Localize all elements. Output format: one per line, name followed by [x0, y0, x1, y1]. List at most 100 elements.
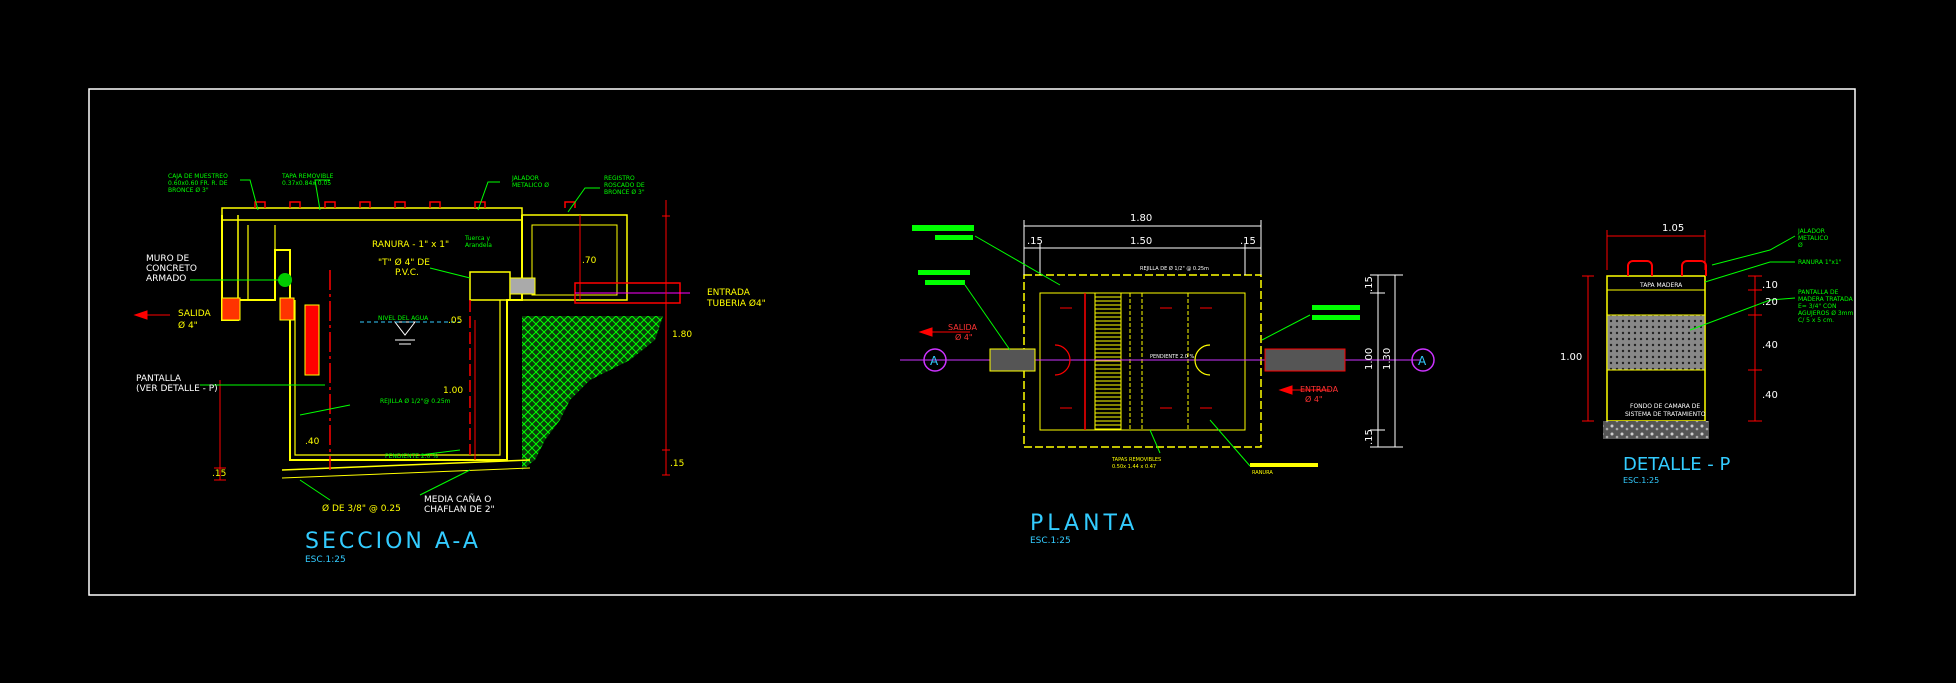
- label-caja-2: 0.60x0.60 FR. R. DE: [168, 180, 228, 187]
- dim-right-bot: .15: [1364, 429, 1375, 445]
- perforated-board: [1606, 314, 1706, 371]
- dim-right-total: 1.30: [1382, 348, 1393, 370]
- seccion-scale: ESC.1:25: [305, 555, 346, 565]
- planta-tapas-1: TAPAS REMOVIBLES: [1111, 457, 1161, 463]
- detalle-pantalla-5: C/ 5 x 5 cm.: [1798, 317, 1834, 324]
- label-registro-3: BRONCE Ø 3": [604, 189, 645, 196]
- dim-detalle-d4: .40: [1762, 390, 1778, 401]
- label-pantalla-1: PANTALLA: [136, 374, 182, 384]
- svg-text:A: A: [1418, 354, 1427, 368]
- dim-top-mid: 1.50: [1130, 236, 1152, 247]
- detalle-jalador-2: METALICO: [1798, 235, 1829, 242]
- label-muro-3: ARMADO: [146, 274, 186, 284]
- planta-entrada: ENTRADA: [1300, 385, 1339, 394]
- label-pantalla-2: (VER DETALLE - P): [136, 384, 218, 394]
- outlet-pipe: [221, 297, 241, 321]
- label-tuerca-2: Arandela: [465, 242, 492, 249]
- dim-h2: 1.80: [672, 330, 692, 340]
- label-tapa-2: 0.37x0.84x 0.05: [282, 180, 331, 187]
- detalle-view: DETALLE - P ESC.1:25 1.05 1.00 .10 .20 .…: [1560, 223, 1854, 485]
- label-registro-1: REGISTRO: [604, 175, 635, 182]
- label-muro-1: MURO DE: [146, 254, 189, 264]
- label-entrada-2: TUBERIA Ø4": [706, 298, 766, 309]
- seccion-view: SECCION A-A ESC.1:25 CAJA DE MUESTREO 0.…: [133, 173, 766, 565]
- dim-h4: 1.00: [443, 386, 463, 396]
- planta-salida: SALIDA: [948, 323, 978, 332]
- planta-scale: ESC.1:25: [1030, 536, 1071, 546]
- detalle-scale: ESC.1:25: [1623, 476, 1659, 485]
- label-entrada-1: ENTRADA: [707, 288, 751, 298]
- detalle-jalador-3: Ø: [1798, 242, 1803, 249]
- planta-title: PLANTA: [1030, 511, 1138, 536]
- slab-notches: [254, 201, 576, 208]
- soil-hatch: [522, 316, 663, 470]
- label-nivel: NIVEL DEL AGUA: [378, 315, 429, 322]
- label-tapa-1: TAPA REMOVIBLE: [281, 173, 334, 180]
- label-salida: SALIDA: [178, 309, 211, 319]
- planta-entrada-dia: Ø 4": [1305, 394, 1323, 404]
- svg-text:A: A: [930, 354, 939, 368]
- dim-right-top: .15: [1364, 276, 1375, 292]
- planta-salida-dia: Ø 4": [955, 332, 973, 342]
- planta-outlet: [989, 348, 1036, 372]
- seccion-title: SECCION A-A: [305, 529, 481, 554]
- dim-h6: .15: [212, 469, 226, 479]
- label-caja-3: BRONCE Ø 3": [168, 187, 209, 194]
- label-ranura: RANURA - 1" x 1": [372, 240, 449, 250]
- planta-grate: [1094, 292, 1122, 431]
- label-jalador-1: JALADOR: [511, 175, 539, 182]
- detalle-ranura: RANURA 1"x1": [1798, 259, 1842, 266]
- salida-arrow: [133, 310, 170, 320]
- drawing-frame: [88, 88, 1856, 596]
- planta-tapas-2: 0.50x 1.44 x 0.47: [1112, 464, 1156, 470]
- label-registro-2: ROSCADO DE: [604, 182, 645, 189]
- label-rejilla: REJILLA Ø 1/2"@ 0.25m: [380, 398, 451, 405]
- label-tuerca-1: Tuerca y: [464, 235, 490, 242]
- label-media-1: MEDIA CAÑA O: [424, 494, 491, 505]
- dim-top-right: .15: [1240, 236, 1256, 247]
- top-slab: [221, 207, 523, 221]
- detalle-jalador-1: JALADOR: [1797, 228, 1825, 235]
- detalle-fondo-2: SISTEMA DE TRATAMIENTO: [1625, 411, 1706, 418]
- label-jalador-2: METALICO Ø: [512, 182, 549, 189]
- detalle-pantalla-1: PANTALLA DE: [1798, 289, 1839, 296]
- planta-rejilla: REJILLA DE Ø 1/2" @ 0.25m: [1140, 265, 1209, 272]
- dim-h5: .40: [305, 437, 320, 447]
- dim-detalle-width: 1.05: [1662, 223, 1684, 234]
- section-marker-left: A: [923, 348, 947, 372]
- dim-detalle-d2: .20: [1762, 297, 1778, 308]
- dim-h1: .70: [582, 256, 597, 266]
- label-media-2: CHAFLAN DE 2": [424, 505, 495, 515]
- section-marker-right: A: [1411, 348, 1435, 372]
- planta-bars: [1060, 307, 1212, 409]
- baffle: [304, 304, 320, 376]
- label-acero: Ø DE 3/8" @ 0.25: [322, 503, 401, 514]
- dim-h3: .05: [448, 316, 462, 326]
- dim-top-left: .15: [1027, 236, 1043, 247]
- dim-h7: .15: [670, 459, 684, 469]
- dim-detalle-d1: .10: [1762, 280, 1778, 291]
- detalle-pantalla-3: E= 3/4" CON: [1798, 303, 1836, 310]
- label-tee-2: P.V.C.: [395, 268, 419, 278]
- planta-ranura: RANURA: [1252, 470, 1273, 476]
- tank-wall-outline: [221, 215, 523, 461]
- planta-pendiente: PENDIENTE 2.0 %: [1150, 354, 1194, 360]
- dim-right-mid: 1.00: [1364, 348, 1375, 370]
- dim-detalle-d3: .40: [1762, 340, 1778, 351]
- label-pendiente: PENDIENTE 2.0 %: [385, 453, 438, 460]
- label-muro-2: CONCRETO: [146, 264, 197, 274]
- label-caja-1: CAJA DE MUESTREO: [168, 173, 228, 180]
- label-tee-1: "T" Ø 4" DE: [378, 257, 430, 268]
- detalle-top: TAPA MADERA: [1639, 282, 1683, 289]
- detalle-pantalla-4: AGUJEROS Ø 3mm: [1798, 310, 1854, 317]
- dim-detalle-height: 1.00: [1560, 352, 1582, 363]
- detalle-fondo-1: FONDO DE CAMARA DE: [1630, 403, 1700, 410]
- detalle-pantalla-2: MADERA TRATADA: [1798, 296, 1854, 303]
- detalle-title: DETALLE - P: [1623, 454, 1731, 475]
- label-salida-dia: Ø 4": [178, 320, 198, 331]
- gravel-base: [1603, 421, 1709, 439]
- planta-view: A A: [900, 213, 1435, 546]
- planta-inlet: [1264, 348, 1346, 372]
- dim-top-total: 1.80: [1130, 213, 1152, 224]
